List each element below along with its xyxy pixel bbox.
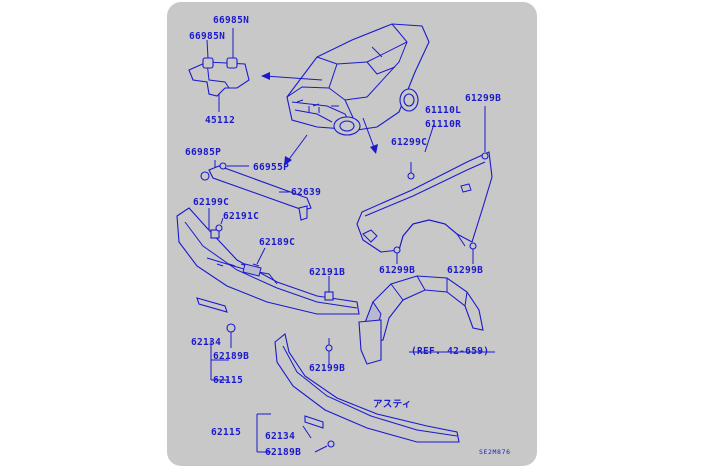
reference-label: (REF. 42-659) <box>411 346 490 357</box>
car-illustration <box>286 23 430 136</box>
part-label-62189b-a: 62189B <box>213 351 250 362</box>
bracket-45112 <box>188 28 250 112</box>
part-label-45112: 45112 <box>205 115 236 126</box>
part-label-62199c: 62199C <box>193 197 230 208</box>
part-label-61299c: 61299C <box>391 137 428 148</box>
parts-diagram <box>176 23 495 453</box>
part-label-61110r: 61110R <box>425 119 462 130</box>
bumper-lower <box>256 333 460 453</box>
wheel-liner <box>358 275 495 365</box>
part-label-62115-a: 62115 <box>213 375 244 386</box>
part-label-62189c: 62189C <box>259 237 296 248</box>
part-label-62134-b: 62134 <box>265 431 296 442</box>
part-label-66985n-b: 66985N <box>189 31 226 42</box>
part-label-66985n-a: 66985N <box>213 15 250 26</box>
diagram-code: SE2M876 <box>479 448 511 456</box>
part-label-62191c: 62191C <box>223 211 260 222</box>
variant-label: アスティ <box>373 399 412 410</box>
part-label-62191b: 62191B <box>309 267 346 278</box>
brace-62639 <box>200 160 312 221</box>
part-label-61110l: 61110L <box>425 105 462 116</box>
part-label-62199b: 62199B <box>309 363 346 374</box>
part-label-62639: 62639 <box>291 187 322 198</box>
bumper-upper <box>176 207 360 381</box>
part-label-66955p: 66955P <box>253 162 290 173</box>
part-label-62189b-b: 62189B <box>265 447 302 458</box>
diagram-panel: 66985N 66985N 45112 61110L 61110R 61299B… <box>167 2 537 466</box>
fender-61110 <box>356 106 493 264</box>
part-label-61299b-left: 61299B <box>379 265 416 276</box>
part-label-66985p: 66985P <box>185 147 222 158</box>
part-label-62134-a: 62134 <box>191 337 222 348</box>
callout-arrows <box>261 72 378 166</box>
part-label-62115-b: 62115 <box>211 427 242 438</box>
part-label-61299b-top: 61299B <box>465 93 502 104</box>
part-label-61299b-right: 61299B <box>447 265 484 276</box>
